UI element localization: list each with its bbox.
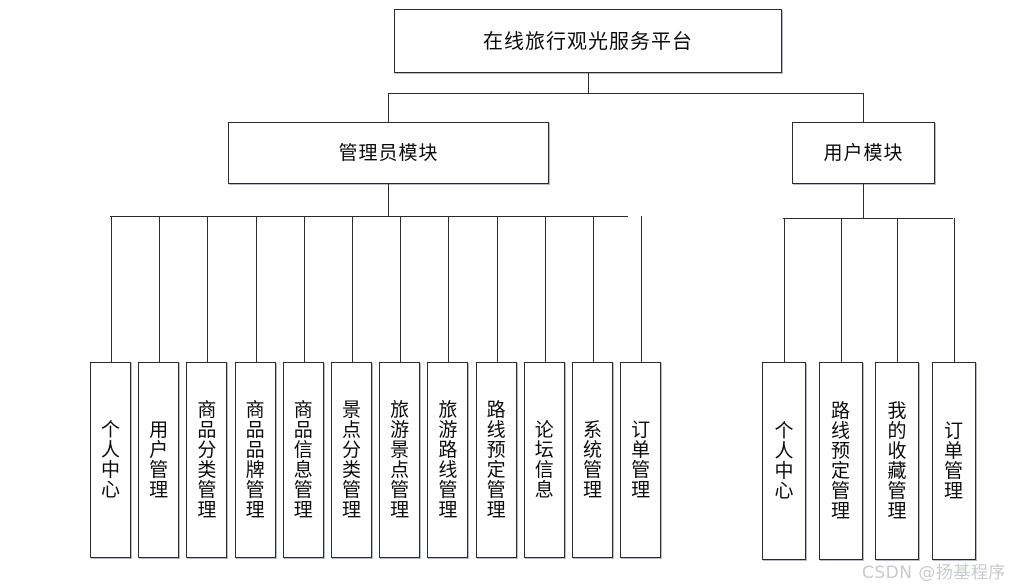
connector-admin-leaf-drop (111, 216, 112, 362)
connector-user-leaf-drop (784, 218, 785, 362)
connector-user-leaf-drop (897, 218, 898, 362)
module-node-user-label: 用户模块 (823, 141, 904, 164)
admin-leaf-node[interactable]: 路线预定管理 (475, 362, 517, 558)
admin-leaf-node[interactable]: 景点分类管理 (331, 362, 372, 558)
connector-user-leaf-drop (840, 218, 842, 362)
connector-admin-leaf-drop (641, 216, 643, 362)
module-node-admin-label: 管理员模块 (338, 141, 439, 164)
admin-leaf-node[interactable]: 论坛信息 (523, 362, 565, 558)
leaf-node-label: 订单管理 (631, 418, 651, 502)
connector-admin-leaf-drop (448, 216, 450, 362)
leaf-node-label: 旅游景点管理 (390, 398, 410, 522)
module-node-user[interactable]: 用户模块 (792, 122, 935, 184)
connector-admin-leaf-drop (593, 216, 594, 362)
leaf-node-label: 订单管理 (943, 419, 963, 503)
connector-admin-leaf-drop (159, 216, 161, 362)
leaf-node-label: 商品品牌管理 (245, 398, 265, 522)
admin-leaf-node[interactable]: 系统管理 (572, 362, 613, 558)
connector-level1-bus (388, 93, 864, 94)
user-leaf-node[interactable]: 我的收藏管理 (875, 362, 919, 560)
connector-user-stem (863, 184, 864, 218)
leaf-node-label: 旅游路线管理 (438, 398, 458, 522)
connector-admin-leaf-drop (544, 216, 546, 362)
admin-leaf-node[interactable]: 旅游路线管理 (427, 362, 469, 558)
leaf-node-label: 我的收藏管理 (887, 399, 907, 523)
leaf-node-label: 系统管理 (582, 418, 602, 502)
leaf-node-label: 景点分类管理 (341, 398, 361, 522)
connector-admin-leaf-drop (352, 216, 353, 362)
admin-leaf-node[interactable]: 旅游景点管理 (379, 362, 421, 558)
connector-root-stem (588, 73, 589, 93)
connector-admin-leaf-drop (207, 216, 209, 362)
connector-user-leaf-bus (783, 218, 953, 219)
leaf-node-label: 用户管理 (149, 418, 169, 502)
csdn-watermark: CSDN @扬基程序 (862, 563, 1006, 583)
connector-to-admin-module (388, 93, 389, 122)
connector-user-leaf-drop (953, 218, 955, 362)
leaf-node-label: 路线预定管理 (486, 398, 506, 522)
admin-leaf-node[interactable]: 商品品牌管理 (234, 362, 276, 558)
connector-admin-leaf-drop (496, 216, 498, 362)
user-leaf-node[interactable]: 订单管理 (931, 362, 976, 560)
leaf-node-label: 商品信息管理 (293, 398, 313, 522)
admin-leaf-node[interactable]: 订单管理 (620, 362, 662, 558)
connector-admin-leaf-drop (303, 216, 305, 362)
leaf-node-label: 个人中心 (774, 419, 794, 503)
leaf-node-label: 论坛信息 (534, 418, 554, 502)
connector-admin-stem (388, 184, 389, 216)
admin-leaf-node[interactable]: 个人中心 (90, 362, 131, 558)
root-node-platform[interactable]: 在线旅行观光服务平台 (394, 9, 782, 73)
user-leaf-node[interactable]: 路线预定管理 (818, 362, 863, 560)
admin-leaf-node[interactable]: 商品信息管理 (282, 362, 324, 558)
connector-to-user-module (863, 93, 864, 122)
connector-admin-leaf-bus (110, 216, 628, 217)
connector-admin-leaf-drop (255, 216, 257, 362)
module-node-admin[interactable]: 管理员模块 (228, 122, 549, 184)
connector-admin-leaf-drop (400, 216, 402, 362)
admin-leaf-node[interactable]: 用户管理 (138, 362, 180, 558)
leaf-node-label: 个人中心 (100, 418, 120, 502)
leaf-node-label: 路线预定管理 (830, 399, 850, 523)
user-leaf-node[interactable]: 个人中心 (762, 362, 806, 560)
leaf-node-label: 商品分类管理 (197, 398, 217, 522)
admin-leaf-node[interactable]: 商品分类管理 (186, 362, 228, 558)
root-node-label: 在线旅行观光服务平台 (483, 29, 693, 53)
